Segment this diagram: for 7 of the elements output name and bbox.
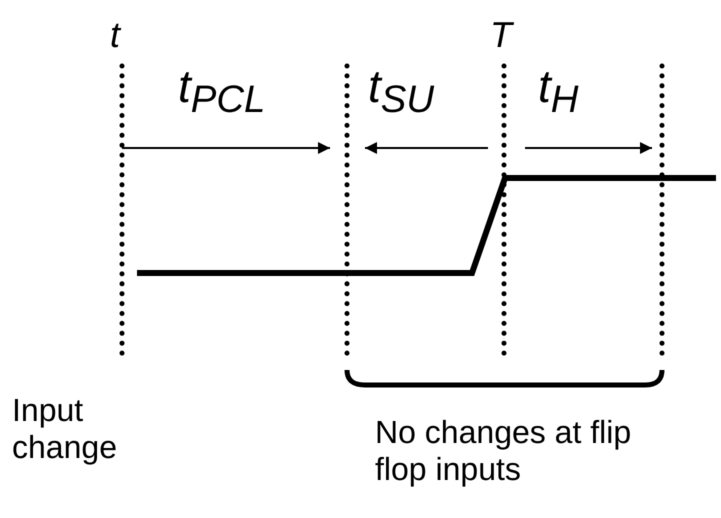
timing-label: t$_{PCL}$ xyxy=(178,60,266,122)
annotation-text: No changes at flip flop inputs xyxy=(375,414,632,488)
timing-label: t$_{H}$ xyxy=(538,60,578,122)
time-label: t xyxy=(110,14,120,56)
time-label: T xyxy=(490,14,512,56)
timing-label: t$_{SU}$ xyxy=(368,60,434,122)
annotation-text: Input change xyxy=(12,392,118,466)
